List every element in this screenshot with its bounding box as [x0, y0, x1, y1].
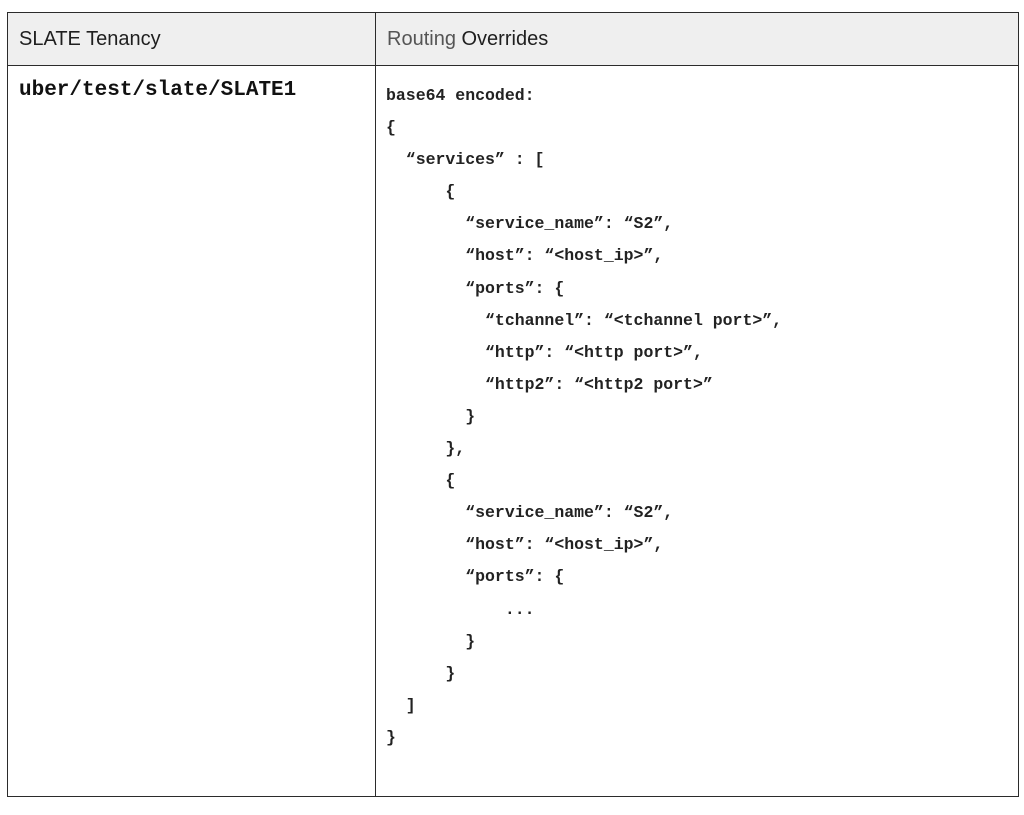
code-line: } [386, 727, 396, 747]
code-line: base64 encoded: [386, 86, 535, 105]
code-line: { [386, 182, 456, 202]
code-line: { [386, 471, 456, 491]
routing-overrides-code: base64 encoded: { “services” : [ { “servi… [386, 80, 1018, 754]
header-slate-tenancy-label: SLATE Tenancy [19, 27, 161, 50]
tenancy-cell: uber/test/slate/SLATE1 [8, 66, 376, 796]
header-routing-word: Routing [387, 27, 456, 50]
code-line: “http2”: “<http2 port>” [386, 374, 713, 394]
tenancy-value: uber/test/slate/SLATE1 [19, 79, 297, 102]
code-line: }, [386, 439, 466, 459]
code-line: } [386, 406, 476, 426]
code-line: ... [386, 599, 535, 619]
code-line: “host”: “<host_ip>”, [386, 246, 664, 266]
code-line: { [386, 118, 396, 138]
code-line: “service_name”: “S2”, [386, 503, 674, 523]
code-line: ] [386, 695, 416, 715]
code-line: “tchannel”: “<tchannel port>”, [386, 310, 783, 330]
code-line: “ports”: { [386, 567, 565, 587]
routing-overrides-cell: base64 encoded: { “services” : [ { “servi… [376, 66, 1018, 796]
code-line: “ports”: { [386, 278, 565, 298]
code-line: } [386, 663, 456, 683]
code-line: “service_name”: “S2”, [386, 214, 674, 234]
routing-table: SLATE Tenancy Routing Overrides uber/tes… [7, 12, 1019, 797]
header-routing-overrides: Routing Overrides [376, 13, 1018, 66]
code-line: } [386, 631, 476, 651]
code-line: “host”: “<host_ip>”, [386, 535, 664, 555]
code-line: “http”: “<http port>”, [386, 342, 703, 362]
header-slate-tenancy: SLATE Tenancy [8, 13, 376, 66]
header-overrides-word: Overrides [461, 27, 549, 50]
code-line: “services” : [ [386, 150, 545, 170]
